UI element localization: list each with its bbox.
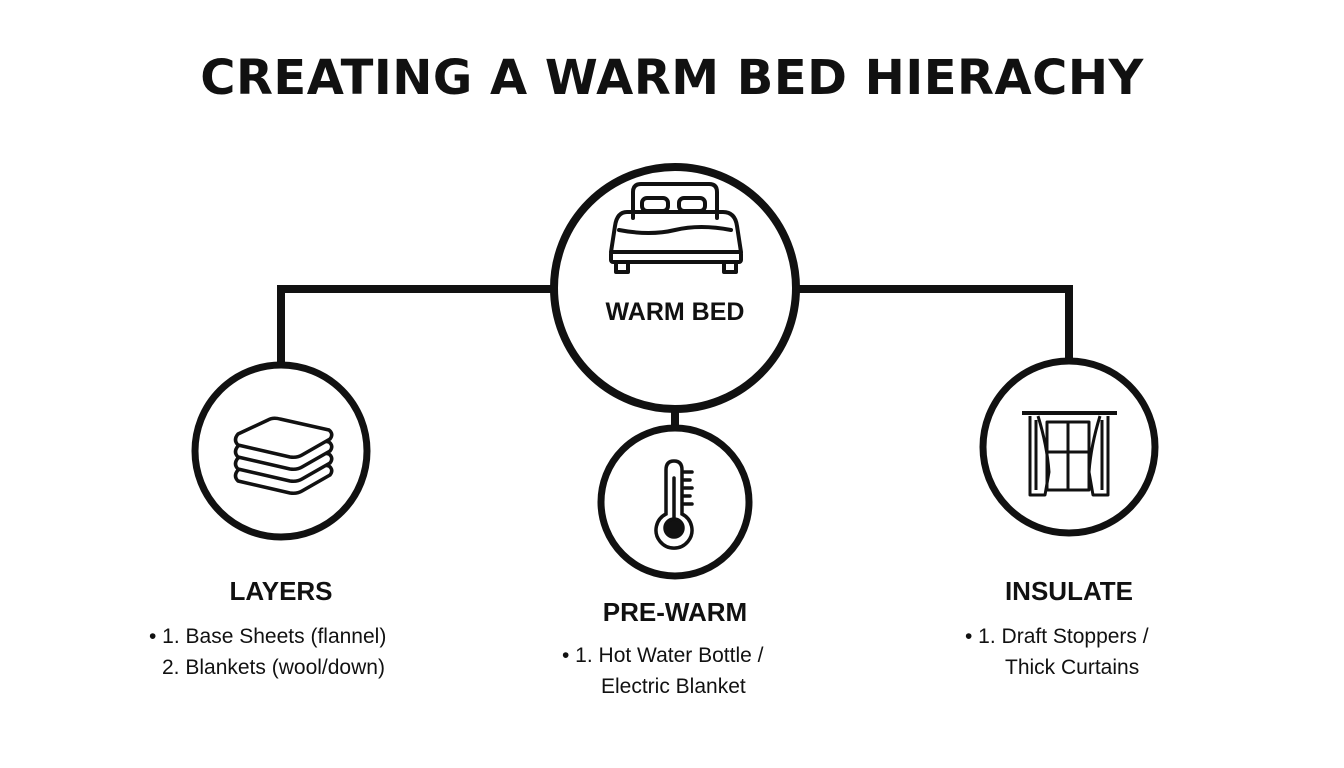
layers-list: • 1. Base Sheets (flannel) 2. Blankets (… [149,621,386,683]
pre-warm-heading: PRE-WARM [602,597,748,627]
list-item: • 1. Base Sheets (flannel) [149,625,387,648]
pre-warm-node [597,424,753,580]
list-item: Electric Blanket [601,675,746,698]
list-item: • 1. Draft Stoppers / [965,625,1149,648]
bed-icon [609,182,743,274]
center-node: WARM BED [550,163,800,413]
diagram-title: CREATING A WARM BED HIERACHY [200,50,1144,106]
center-label: WARM BED [606,298,745,326]
insulate-node [979,357,1159,537]
connector-right [795,285,1073,364]
folded-blankets-icon [233,416,334,495]
layers-node [191,361,371,541]
pre-warm-list: • 1. Hot Water Bottle / Electric Blanket [562,640,763,702]
connector-left [277,285,553,368]
insulate-heading: INSULATE [1004,576,1134,606]
thermometer-icon [654,459,694,550]
list-item: • 1. Hot Water Bottle / [562,644,764,667]
layers-heading: LAYERS [229,576,333,606]
insulate-list: • 1. Draft Stoppers / Thick Curtains [965,621,1149,683]
curtains-icon [1022,411,1117,497]
list-item: 2. Blankets (wool/down) [162,656,385,679]
list-item: Thick Curtains [1005,656,1140,679]
